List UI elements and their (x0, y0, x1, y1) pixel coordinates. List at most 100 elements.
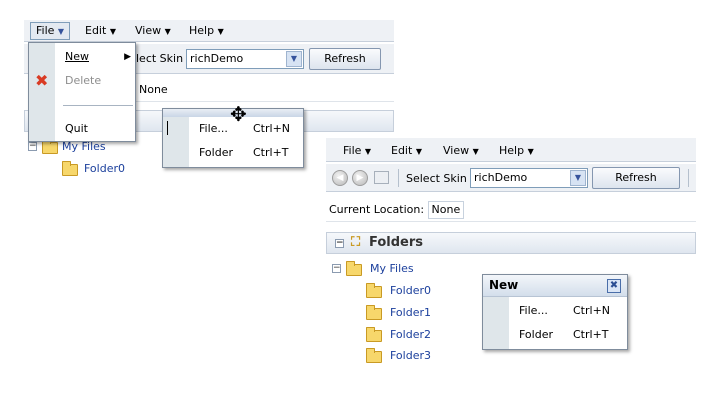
tree-root-label: My Files (370, 262, 414, 275)
chevron-down-icon: ▼ (472, 147, 479, 156)
tree-item-label: Folder3 (390, 349, 431, 362)
tree-item-label: Folder2 (390, 328, 431, 341)
delete-icon: ✖ (35, 71, 49, 90)
left-menu-help[interactable]: Help ▼ (184, 22, 229, 40)
folders-panel-title: Folders (369, 235, 424, 250)
submenu-item-file[interactable]: File... Ctrl+N (163, 119, 303, 139)
refresh-button[interactable]: Refresh (309, 48, 381, 70)
menu-file-label: File (36, 24, 55, 37)
skin-select-value: richDemo (474, 171, 528, 184)
up-folder-icon[interactable] (374, 171, 389, 184)
collapse-icon[interactable]: − (28, 141, 37, 151)
tree-item-label: Folder1 (390, 306, 431, 319)
back-icon[interactable]: ◀ (332, 170, 348, 186)
menu-separator (63, 105, 133, 106)
submenu-item-folder-shortcut: Ctrl+T (253, 146, 289, 159)
floating-item-file-label: File... (519, 304, 548, 317)
chevron-down-icon: ▼ (57, 27, 65, 36)
floating-menu-title: New (489, 278, 519, 292)
floating-menu-titlebar[interactable]: New ✖ (483, 275, 627, 297)
location-label: Current Location: (329, 203, 425, 216)
folder-icon (346, 261, 362, 276)
chevron-down-icon: ▼ (415, 147, 422, 156)
floating-new-menu: New ✖ File... Ctrl+N Folder Ctrl+T (482, 274, 628, 350)
tree-item-label: Folder0 (390, 284, 431, 297)
tree-item-folder1[interactable]: Folder1 (366, 304, 486, 322)
left-menu-view[interactable]: View ▼ (130, 22, 176, 40)
folder-icon (42, 139, 58, 154)
menu-view-label: View (443, 144, 470, 157)
folder-icon (62, 161, 78, 176)
right-menu-edit[interactable]: Edit ▼ (386, 142, 427, 160)
right-toolbar: ◀ ▶ Select Skin richDemo ▼ Refresh (326, 164, 696, 192)
folder-icon (366, 283, 382, 298)
chevron-down-icon: ▼ (109, 27, 116, 36)
submenu-item-folder-label: Folder (199, 146, 233, 159)
menu-item-quit[interactable]: Quit (29, 119, 135, 139)
chevron-down-icon: ▼ (217, 27, 224, 36)
submenu-item-folder[interactable]: Folder Ctrl+T (163, 143, 303, 163)
chevron-down-icon: ▼ (286, 51, 302, 67)
tree-item-folder2[interactable]: Folder2 (366, 326, 486, 344)
skin-select[interactable]: richDemo ▼ (470, 168, 588, 188)
tree-root-row[interactable]: − My Files (332, 260, 472, 278)
skin-select[interactable]: richDemo ▼ (186, 49, 304, 69)
menu-item-quit-label: Quit (65, 122, 88, 135)
menu-help-label: Help (189, 24, 215, 37)
chevron-down-icon: ▼ (527, 147, 534, 156)
right-menu-view[interactable]: View ▼ (438, 142, 484, 160)
toolbar-separator (688, 169, 689, 187)
tree-root-label: My Files (62, 140, 106, 153)
tree-item-label: Folder0 (84, 162, 125, 175)
menu-item-delete[interactable]: ✖ Delete (29, 71, 135, 91)
floating-item-folder[interactable]: Folder Ctrl+T (483, 325, 627, 345)
refresh-button[interactable]: Refresh (592, 167, 680, 189)
menu-item-new-label: New (65, 50, 89, 63)
close-icon[interactable]: ✖ (607, 279, 621, 293)
file-menu-gutter (29, 43, 55, 141)
menu-view-label: View (135, 24, 162, 37)
submenu-drag-bar[interactable] (163, 109, 303, 117)
collapse-icon[interactable]: − (332, 263, 341, 273)
chevron-right-icon: ▶ (124, 52, 131, 62)
floating-item-file-shortcut: Ctrl+N (573, 304, 611, 317)
chevron-down-icon: ▼ (364, 147, 372, 156)
submenu-item-file-label: File... (199, 122, 228, 135)
chevron-down-icon: ▼ (164, 27, 171, 36)
floating-menu-gutter (483, 297, 509, 349)
floating-item-folder-label: Folder (519, 328, 553, 341)
right-menu-help[interactable]: Help ▼ (494, 142, 539, 160)
left-menu-file[interactable]: File ▼ (30, 22, 71, 40)
select-skin-label: lect Skin (136, 52, 184, 65)
menu-edit-label: Edit (391, 144, 413, 157)
right-menubar: File ▼ Edit ▼ View ▼ Help ▼ (326, 138, 696, 162)
collapse-icon[interactable]: − (335, 238, 344, 248)
folder-icon (366, 305, 382, 320)
location-value: None (427, 201, 465, 219)
menu-file-label: File (343, 144, 362, 157)
forward-icon[interactable]: ▶ (352, 170, 368, 186)
left-menubar: File ▼ Edit ▼ View ▼ Help ▼ (24, 20, 394, 42)
menu-item-new[interactable]: New ▶ (29, 47, 135, 67)
tree-item-folder3[interactable]: Folder3 (366, 347, 486, 365)
move-cursor-icon: ✥ (230, 102, 247, 126)
menu-edit-label: Edit (85, 24, 107, 37)
chevron-down-icon: ▼ (570, 170, 586, 186)
location-value: None (139, 83, 168, 96)
left-menu-edit[interactable]: Edit ▼ (80, 22, 121, 40)
folders-panel-header: − ⛶ Folders (326, 232, 696, 254)
file-menu: New ▶ ✖ Delete Quit (28, 42, 136, 142)
folder-icon (366, 327, 382, 342)
skin-select-value: richDemo (190, 52, 244, 65)
floating-item-folder-shortcut: Ctrl+T (573, 328, 609, 341)
right-menu-file[interactable]: File ▼ (338, 142, 376, 160)
tree-item-folder0[interactable]: Folder0 (62, 160, 182, 178)
text-cursor (167, 121, 168, 135)
new-submenu-dragging: File... Ctrl+N Folder Ctrl+T (162, 108, 304, 168)
toolbar-separator (398, 169, 399, 187)
folders-tree-icon: ⛶ (351, 235, 361, 250)
floating-item-file[interactable]: File... Ctrl+N (483, 301, 627, 321)
tree-item-folder0[interactable]: Folder0 (366, 282, 486, 300)
menu-item-delete-label: Delete (65, 74, 102, 87)
select-skin-label: Select Skin (406, 172, 467, 185)
